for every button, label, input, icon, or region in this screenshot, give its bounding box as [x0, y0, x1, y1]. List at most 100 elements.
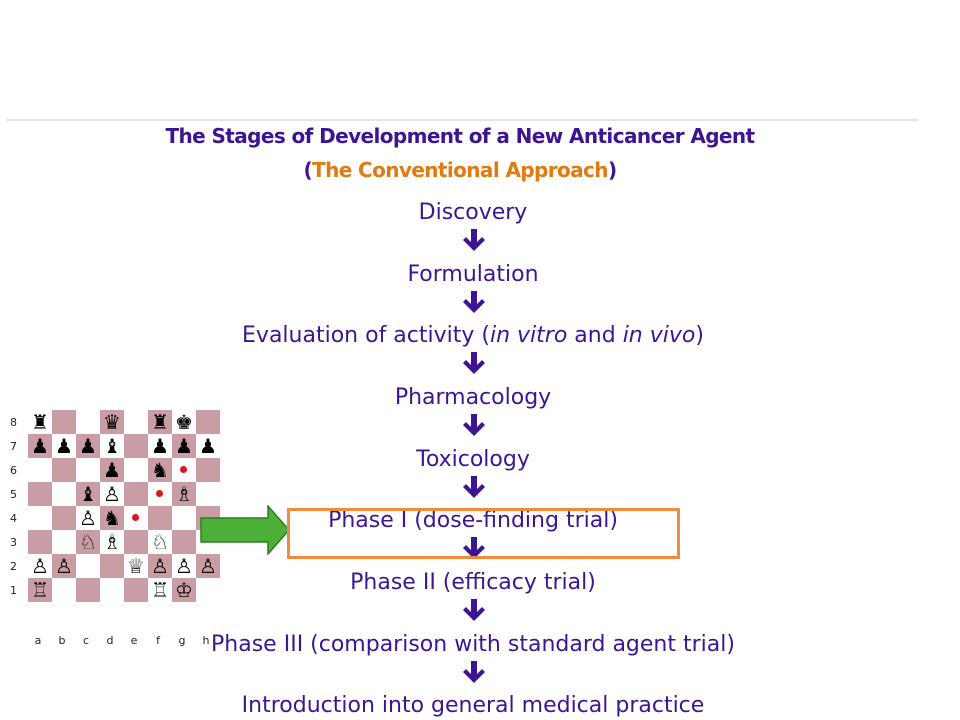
- board-square: [28, 458, 52, 482]
- board-square: [76, 554, 100, 578]
- board-square: [76, 506, 100, 530]
- chess-piece-icon: ♟: [151, 434, 169, 458]
- chess-piece-icon: ♘: [79, 530, 97, 554]
- file-label: g: [178, 634, 186, 647]
- file-label: d: [106, 634, 114, 647]
- board-square: [172, 506, 196, 530]
- chess-piece-icon: ♙: [79, 506, 97, 530]
- board-square: [124, 482, 148, 506]
- board-square: [28, 578, 52, 602]
- board-square: [148, 434, 172, 458]
- chess-piece-icon: ♝: [79, 482, 97, 506]
- step-toxicology: Toxicology: [416, 447, 530, 472]
- board-square: [52, 458, 76, 482]
- board-square: [148, 458, 172, 482]
- header-divider: [6, 119, 918, 121]
- board-square: [148, 578, 172, 602]
- board-square: [76, 578, 100, 602]
- down-arrow-icon: [463, 476, 485, 498]
- board-square: [148, 554, 172, 578]
- file-label: a: [34, 634, 42, 647]
- board-square: [196, 458, 220, 482]
- step-introduction: Introduction into general medical practi…: [241, 693, 705, 718]
- file-label: f: [156, 634, 160, 647]
- green-right-arrow-icon: [200, 505, 290, 555]
- chess-piece-icon: ♟: [79, 434, 97, 458]
- down-arrow-icon: [463, 352, 485, 374]
- chess-piece-icon: ♖: [151, 578, 169, 602]
- board-square: [28, 410, 52, 434]
- rank-label: 8: [10, 416, 17, 429]
- board-square: [172, 578, 196, 602]
- chess-piece-icon: ♙: [175, 554, 193, 578]
- down-arrow-icon: [463, 661, 485, 683]
- board-square: [100, 434, 124, 458]
- move-marker-icon: [180, 466, 187, 473]
- board-square: [52, 410, 76, 434]
- step-phase-2: Phase II (efficacy trial): [350, 570, 596, 595]
- chess-piece-icon: ♝: [103, 434, 121, 458]
- board-square: [172, 554, 196, 578]
- chess-piece-icon: ♜: [151, 410, 169, 434]
- board-square: [76, 410, 100, 434]
- board-square: [28, 506, 52, 530]
- board-square: [100, 458, 124, 482]
- board-square: [100, 482, 124, 506]
- chess-piece-icon: ♖: [31, 578, 49, 602]
- board-square: [172, 434, 196, 458]
- chess-piece-icon: ♕: [127, 554, 145, 578]
- board-square: [28, 554, 52, 578]
- board-square: [148, 530, 172, 554]
- title-line-1: The Stages of Development of a New Antic…: [165, 124, 755, 148]
- chess-piece-icon: ♙: [55, 554, 73, 578]
- chess-piece-icon: ♙: [103, 482, 121, 506]
- board-square: [52, 506, 76, 530]
- chess-piece-icon: ♔: [175, 578, 193, 602]
- board-square: [76, 458, 100, 482]
- rank-label: 3: [10, 536, 17, 549]
- subtitle-highlight: The Conventional Approach: [312, 158, 609, 182]
- board-square: [76, 530, 100, 554]
- board-square: [52, 578, 76, 602]
- chess-piece-icon: ♙: [199, 554, 217, 578]
- down-arrow-icon: [463, 414, 485, 436]
- step-phase-1: Phase I (dose-finding trial): [328, 508, 618, 533]
- move-marker-icon: [156, 490, 163, 497]
- board-square: [52, 434, 76, 458]
- file-label: c: [82, 634, 90, 647]
- chess-piece-icon: ♟: [31, 434, 49, 458]
- chess-piece-icon: ♟: [199, 434, 217, 458]
- rank-label: 5: [10, 488, 17, 501]
- down-arrow-icon: [463, 291, 485, 313]
- phase-1-highlight-box: [287, 508, 680, 559]
- file-label: h: [202, 634, 210, 647]
- rank-label: 6: [10, 464, 17, 477]
- rank-label: 2: [10, 560, 17, 573]
- board-square: [124, 530, 148, 554]
- step-formulation: Formulation: [407, 262, 539, 287]
- chess-piece-icon: ♟: [55, 434, 73, 458]
- board-square: [172, 482, 196, 506]
- rank-label: 4: [10, 512, 17, 525]
- board-square: [100, 554, 124, 578]
- in-vitro-text: in vitro: [489, 323, 568, 348]
- board-square: [100, 410, 124, 434]
- slide-title: The Stages of Development of a New Antic…: [0, 124, 920, 148]
- chess-piece-icon: ♛: [103, 410, 121, 434]
- board-square: [28, 530, 52, 554]
- chess-piece-icon: ♟: [103, 458, 121, 482]
- down-arrow-icon: [463, 537, 485, 559]
- chess-piece-icon: ♞: [151, 458, 169, 482]
- board-square: [28, 482, 52, 506]
- chess-piece-icon: ♘: [151, 530, 169, 554]
- chess-piece-icon: ♟: [175, 434, 193, 458]
- chess-piece-icon: ♙: [151, 554, 169, 578]
- board-square: [76, 482, 100, 506]
- board-square: [124, 458, 148, 482]
- board-square: [100, 506, 124, 530]
- slide-subtitle: (The Conventional Approach): [303, 158, 617, 182]
- board-square: [172, 410, 196, 434]
- move-marker-icon: [132, 514, 139, 521]
- board-square: [124, 554, 148, 578]
- board-square: [52, 554, 76, 578]
